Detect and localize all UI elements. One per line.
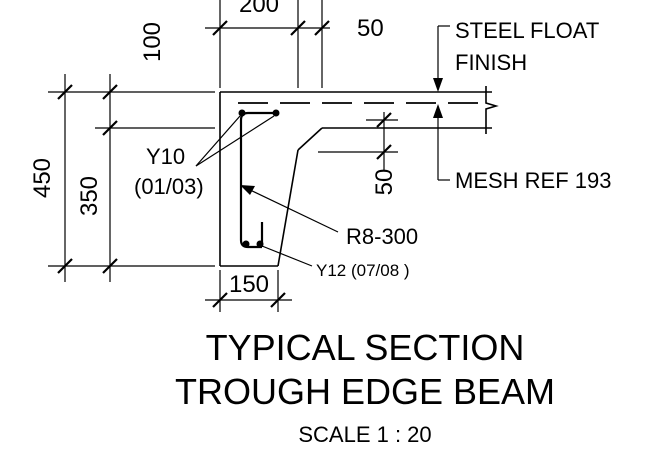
- rebar-dots: [238, 109, 280, 248]
- y10-bar-right: [272, 109, 280, 117]
- label-y10: Y10: [146, 144, 185, 169]
- y10-bar-left: [238, 109, 246, 117]
- leader-mesh: [433, 104, 450, 181]
- dim-350: 350: [76, 176, 103, 216]
- dim-50-inner: 50: [371, 169, 398, 196]
- dim-bottom: [205, 270, 292, 312]
- dim-inner-50: [318, 112, 398, 170]
- leader-y12: [261, 245, 313, 267]
- dim-left: [48, 74, 215, 282]
- dim-top: [205, 0, 330, 88]
- label-finish: FINISH: [455, 50, 527, 75]
- label-r8: R8-300: [346, 224, 418, 249]
- label-mesh-ref: MESH REF 193: [455, 168, 612, 193]
- leader-y10: [195, 115, 275, 167]
- label-y12: Y12 (07/08 ): [316, 261, 410, 280]
- label-steel-float: STEEL FLOAT: [455, 18, 599, 43]
- y12-bar-left: [242, 240, 250, 248]
- y12-bar-right: [256, 240, 264, 248]
- dim-50-top: 50: [357, 15, 384, 42]
- title-line-1: TYPICAL SECTION: [206, 327, 525, 368]
- label-y10-ref: (01/03): [134, 174, 204, 199]
- dim-200: 200: [239, 0, 279, 18]
- beam-outline: [219, 86, 499, 267]
- dim-150: 150: [229, 271, 269, 298]
- dim-100: 100: [139, 22, 166, 62]
- title-line-2: TROUGH EDGE BEAM: [175, 371, 555, 412]
- scale-label: SCALE 1 : 20: [298, 422, 431, 447]
- leader-r8: [240, 185, 339, 233]
- dim-450: 450: [29, 158, 56, 198]
- leader-steel-float: [433, 25, 450, 92]
